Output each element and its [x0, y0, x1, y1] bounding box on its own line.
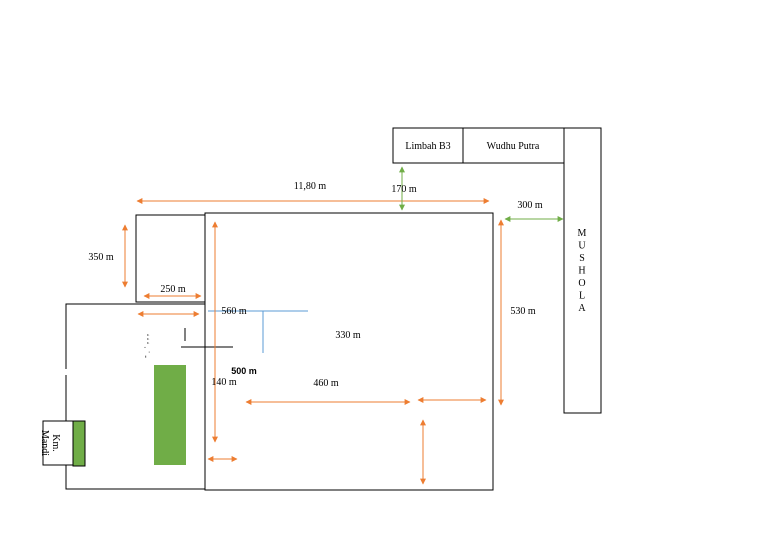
dim-500: 500 m: [231, 366, 257, 376]
dim-530: 530 m: [510, 306, 536, 317]
km-mandi-label-line2: Mandi: [39, 430, 50, 456]
main-building-outline: [204, 212, 494, 491]
dim-width-250: 250 m: [160, 284, 186, 295]
dim-gap-300: 300 m: [517, 200, 543, 211]
km-mandi-label-line1: Km.: [50, 434, 61, 452]
dim-left-350: 350 m: [88, 252, 114, 263]
dim-560: 560 m: [221, 306, 247, 317]
upper-left-room-outline: [135, 214, 206, 303]
mushola-building-outline: [563, 127, 602, 414]
small-vertical-annotation-text: - ˌ · , , ,: [141, 334, 151, 358]
small-vertical-annotation: - ˌ · , , ,: [141, 334, 151, 358]
dim-gap-170: 170 m: [391, 184, 417, 195]
wudhu-label: Wudhu Putra: [487, 141, 540, 152]
km-mandi-label-group: Km. Mandi: [39, 430, 61, 456]
dim-140: 140 m: [211, 377, 237, 388]
dim-top-width: 11,80 m: [294, 181, 327, 192]
dim-460: 460 m: [313, 378, 339, 389]
dim-330: 330 m: [335, 330, 361, 341]
km-mandi-room-outline: [42, 420, 74, 466]
green-block: [154, 365, 186, 465]
km-mandi-green-strip: [72, 420, 86, 467]
limbah-label: Limbah B3: [405, 141, 450, 152]
lower-left-room-outline: [65, 303, 205, 490]
